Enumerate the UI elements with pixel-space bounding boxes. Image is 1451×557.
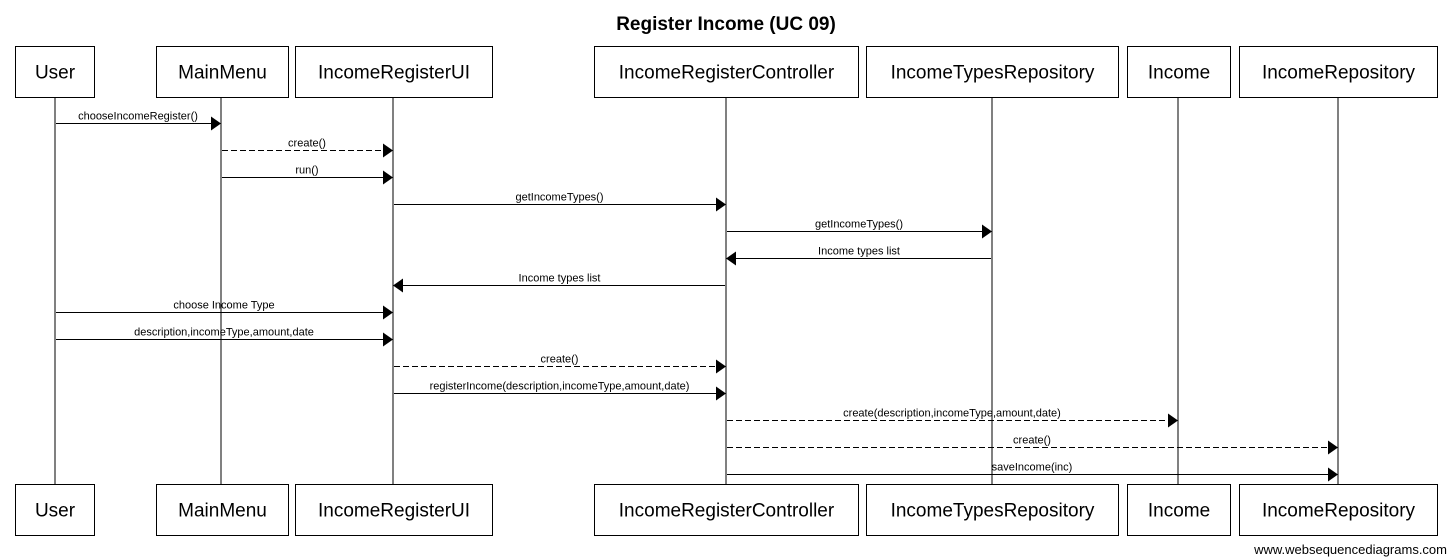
participant-controller-top: IncomeRegisterController (594, 46, 859, 98)
message-12: create(description,incomeType,amount,dat… (727, 408, 1178, 428)
message-label: create() (1013, 435, 1051, 447)
participant-user-bottom: User (15, 484, 95, 536)
participant-label: IncomeRepository (1262, 63, 1416, 84)
message-label: create(description,incomeType,amount,dat… (843, 408, 1061, 420)
participant-label: IncomeRegisterUI (318, 63, 470, 84)
message-5: getIncomeTypes() (727, 219, 992, 239)
participant-box (866, 46, 1119, 98)
message-8: choose Income Type (56, 300, 393, 320)
message-label: chooseIncomeRegister() (78, 111, 198, 123)
participant-boxes-top: User MainMenu IncomeRegisterUI IncomeRegist… (15, 46, 1438, 98)
message-4: getIncomeTypes() (394, 192, 726, 212)
participant-box (1127, 46, 1231, 98)
participant-box (295, 484, 493, 536)
participant-label: IncomeRegisterController (619, 501, 835, 522)
message-11: registerIncome(description,incomeType,am… (394, 381, 726, 401)
arrowhead (726, 251, 736, 266)
participant-label: MainMenu (178, 501, 267, 522)
participant-user-top: User (15, 46, 95, 98)
message-14: saveIncome(inc) (727, 462, 1338, 482)
lifelines (54, 97, 1339, 484)
participant-label: User (35, 501, 76, 522)
message-label: create() (541, 354, 579, 366)
participant-label: MainMenu (178, 63, 267, 84)
participant-boxes-bottom: User MainMenu IncomeRegisterUI IncomeRegist… (15, 484, 1438, 536)
message-label: run() (295, 165, 318, 177)
arrowhead (716, 386, 726, 401)
participant-typesrepo-bottom: IncomeTypesRepository (866, 484, 1119, 536)
arrowhead (1168, 413, 1178, 428)
participant-box (866, 484, 1119, 536)
participant-repo-top: IncomeRepository (1239, 46, 1438, 98)
participant-label: IncomeRegisterUI (318, 501, 470, 522)
message-7: Income types list (393, 273, 725, 293)
participant-repo-bottom: IncomeRepository (1239, 484, 1438, 536)
message-1: chooseIncomeRegister() (56, 111, 221, 131)
arrowhead (383, 305, 393, 320)
arrowhead (716, 359, 726, 374)
arrowhead (716, 197, 726, 212)
message-label: Income types list (818, 246, 900, 258)
participant-label: IncomeRepository (1262, 501, 1416, 522)
arrowhead (383, 170, 393, 185)
message-13: create() (727, 435, 1338, 455)
participant-label: IncomeTypesRepository (891, 63, 1095, 84)
diagram-title: Register Income (UC 09) (616, 14, 836, 35)
arrowhead (982, 224, 992, 239)
arrowhead (393, 278, 403, 293)
participant-box (15, 46, 95, 98)
message-label: saveIncome(inc) (992, 462, 1073, 474)
message-label: choose Income Type (173, 300, 274, 312)
participant-box (156, 484, 289, 536)
participant-mainmenu-bottom: MainMenu (156, 484, 289, 536)
arrowhead (1328, 440, 1338, 455)
message-label: description,incomeType,amount,date (134, 327, 314, 339)
participant-ui-bottom: IncomeRegisterUI (295, 484, 493, 536)
participant-box (15, 484, 95, 536)
participant-box (295, 46, 493, 98)
participant-box (1239, 484, 1438, 536)
message-2: create() (222, 138, 393, 158)
message-10: create() (394, 354, 726, 374)
participant-mainmenu-top: MainMenu (156, 46, 289, 98)
participant-income-top: Income (1127, 46, 1231, 98)
watermark: www.websequencediagrams.com (1253, 542, 1447, 557)
arrowhead (383, 143, 393, 158)
participant-label: IncomeTypesRepository (891, 501, 1095, 522)
arrowhead (211, 116, 221, 131)
participant-box (1127, 484, 1231, 536)
participant-typesrepo-top: IncomeTypesRepository (866, 46, 1119, 98)
participant-box (594, 484, 859, 536)
participant-controller-bottom: IncomeRegisterController (594, 484, 859, 536)
message-label: getIncomeTypes() (515, 192, 603, 204)
participant-box (594, 46, 859, 98)
message-label: getIncomeTypes() (815, 219, 903, 231)
message-3: run() (222, 165, 393, 185)
participant-label: Income (1148, 63, 1210, 84)
message-label: create() (288, 138, 326, 150)
participant-box (156, 46, 289, 98)
participant-label: User (35, 63, 76, 84)
participant-label: IncomeRegisterController (619, 63, 835, 84)
arrowhead (383, 332, 393, 347)
participant-box (1239, 46, 1438, 98)
messages: chooseIncomeRegister() create() run() getIn… (56, 111, 1338, 482)
message-label: registerIncome(description,incomeType,am… (430, 381, 690, 393)
participant-income-bottom: Income (1127, 484, 1231, 536)
participant-ui-top: IncomeRegisterUI (295, 46, 493, 98)
participant-label: Income (1148, 501, 1210, 522)
message-9: description,incomeType,amount,date (56, 327, 393, 347)
message-label: Income types list (519, 273, 601, 285)
arrowhead (1328, 467, 1338, 482)
message-6: Income types list (726, 246, 991, 266)
